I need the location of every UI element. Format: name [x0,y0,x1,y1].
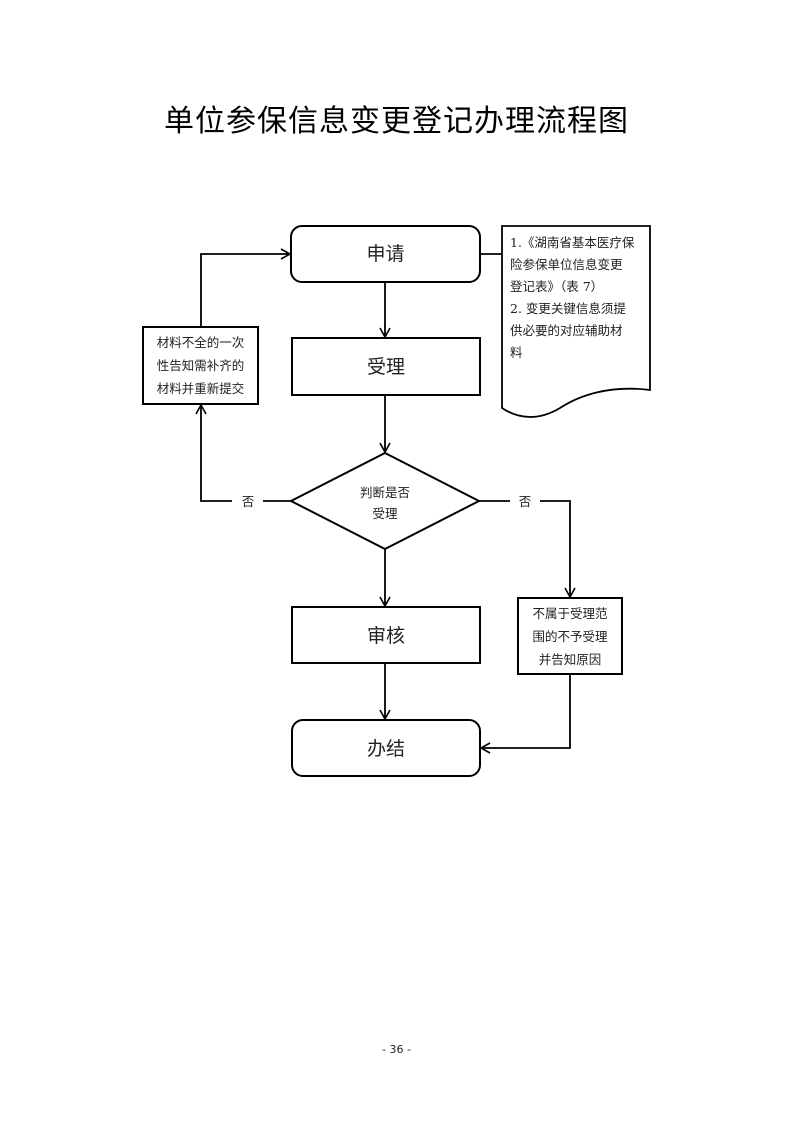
decision-label-line-1: 判断是否 [360,485,410,500]
documents-line-1: 1.《湖南省基本医疗保 [510,235,635,250]
reject-line-3: 并告知原因 [539,652,602,667]
node-resubmit: 材料不全的一次 性告知需补齐的 材料并重新提交 [142,326,259,405]
node-apply: 申请 [290,225,481,283]
node-complete: 办结 [291,719,481,777]
documents-line-3: 登记表》（表 7） [510,279,603,294]
node-accept: 受理 [291,337,481,396]
page-title: 单位参保信息变更登记办理流程图 [164,104,629,139]
resubmit-line-2: 性告知需补齐的 [157,358,245,373]
edge-decision-reject-2 [540,500,576,599]
documents-line-2: 险参保单位信息变更 [510,257,623,272]
reject-line-2: 围的不予受理 [532,629,608,644]
resubmit-line-3: 材料并重新提交 [157,381,245,396]
documents-line-6: 料 [510,345,523,360]
node-reject: 不属于受理范 围的不予受理 并告知原因 [517,597,623,675]
resubmit-line-1: 材料不全的一次 [157,335,245,350]
node-review-label: 审核 [367,625,405,647]
edge-resubmit-apply [200,248,292,327]
page-number: - 36 - [382,1043,411,1056]
node-apply-label: 申请 [366,243,404,265]
node-review: 审核 [291,606,481,664]
edge-right-no-label: 否 [519,494,532,509]
edge-left-no-label: 否 [242,494,255,509]
decision-label-line-2: 受理 [372,506,398,521]
edge-reject-complete [479,674,571,754]
edge-decision-resubmit-2 [195,403,232,502]
node-decision: 判断是否 受理 [288,451,482,551]
reject-line-1: 不属于受理范 [532,606,607,621]
node-accept-label: 受理 [367,356,405,378]
documents-line-4: 2. 变更关键信息须提 [510,301,626,316]
node-documents: 1.《湖南省基本医疗保 险参保单位信息变更 登记表》（表 7） 2. 变更关键信… [501,225,651,418]
node-complete-label: 办结 [367,738,405,760]
documents-line-5: 供必要的对应辅助材 [510,323,623,338]
